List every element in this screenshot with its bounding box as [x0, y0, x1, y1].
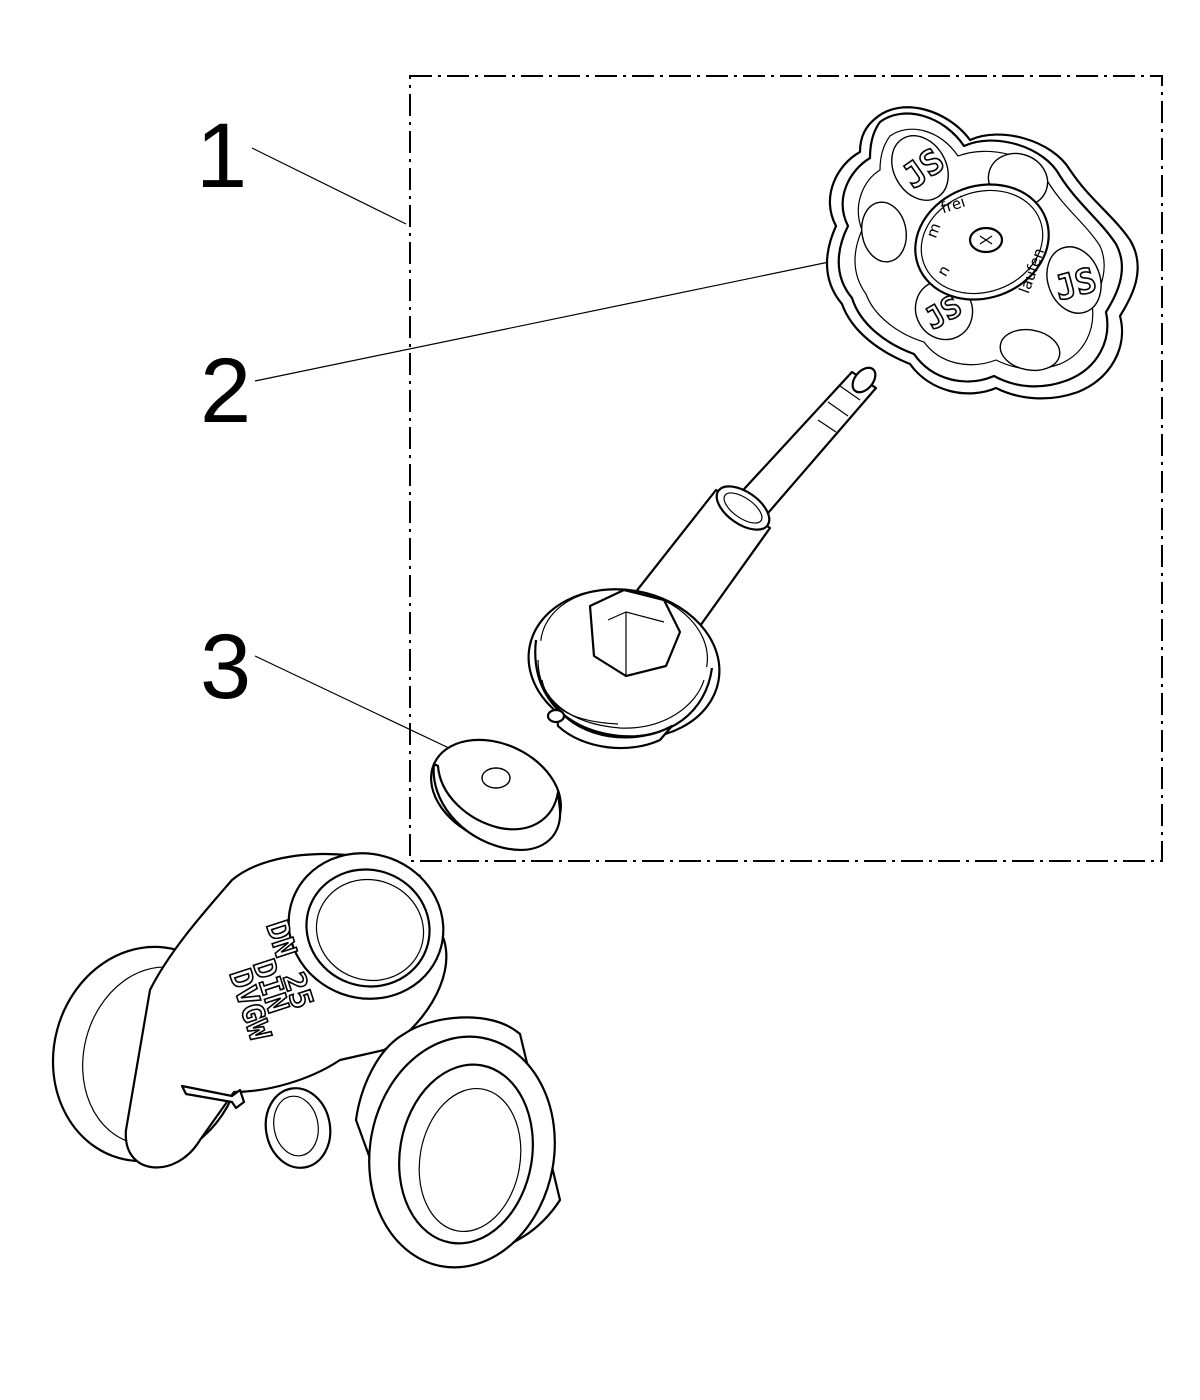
leader-line-3: [254, 655, 471, 759]
callout-number-1: 1: [196, 105, 247, 207]
valve-body: DN 25 DIN DVGW: [51, 852, 562, 1269]
leader-line-2: [254, 255, 859, 382]
disk-text-left: m: [923, 220, 945, 240]
seal-washer: [430, 738, 562, 851]
callout-number-2: 2: [200, 340, 251, 442]
spindle-bonnet-assembly: [527, 366, 878, 750]
callout-number-3: 3: [200, 616, 251, 718]
assembly-boundary-box: [409, 75, 1163, 862]
handwheel: JS JS JS frei m laufen n: [825, 106, 1139, 400]
leader-line-1: [251, 147, 407, 225]
